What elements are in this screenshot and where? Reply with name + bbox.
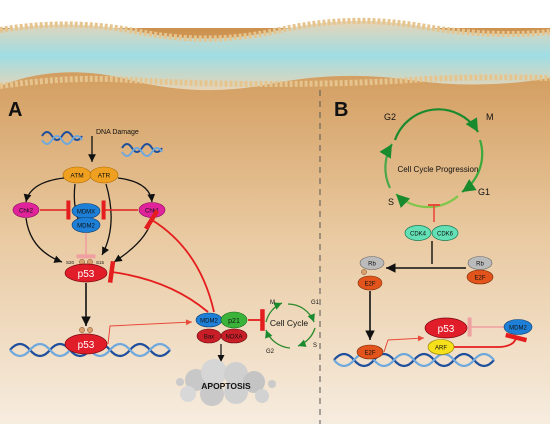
rb-left-node [359, 256, 385, 270]
phase-m-a: M [270, 300, 275, 306]
e2f-dna-node [356, 344, 384, 360]
arrow-atr-to-p53 [101, 183, 112, 256]
arrow-chk2-to-p53 [25, 217, 63, 263]
cell-cycle-a [265, 302, 316, 349]
p53-bottom-label: p53 [78, 340, 95, 351]
cdk6-label: CDK6 [437, 232, 454, 238]
panel-b-label: B [334, 99, 348, 121]
rb-right-label: Rb [476, 262, 484, 268]
p53-node-top [64, 263, 108, 283]
inhibit-arf-mdm2 [454, 332, 528, 348]
phase-g2-a: G2 [266, 349, 275, 355]
bax-label: Bax [204, 335, 214, 341]
apoptosis-cloud [176, 359, 276, 406]
damaged-dna-right [121, 143, 163, 157]
phase-g2-b: G2 [384, 112, 396, 122]
damaged-dna-left [41, 131, 83, 145]
apoptosis-label: APOPTOSIS [201, 381, 251, 391]
p21-node [220, 311, 248, 329]
phase-s-b: S [388, 197, 394, 207]
e2f-left-node [357, 275, 383, 291]
rb-phospho [361, 269, 367, 275]
mdm2-node [71, 217, 101, 233]
e2f-left-label: E2F [364, 282, 375, 288]
cdk4-label: CDK4 [410, 232, 427, 238]
atr-label: ATR [98, 173, 111, 180]
e2f-dna-label: E2F [364, 351, 375, 357]
cell-cycle-b [379, 108, 484, 209]
phase-m-b: M [486, 112, 494, 122]
chk1-label: Chk1 [145, 209, 160, 215]
cdk6-node [431, 225, 459, 241]
phase-g1-a: G1 [311, 300, 320, 306]
mdm2-label: MDM2 [77, 224, 95, 230]
rb-right-node [467, 256, 493, 270]
noxa-node [220, 328, 248, 344]
mdm2-b-label: MDM2 [509, 326, 527, 332]
progression-label: Cell Cycle Progression [398, 165, 479, 174]
phospho-dna-2 [87, 327, 93, 333]
noxa-label: NOXA [225, 335, 242, 341]
inhibit-mdm2-feedback [107, 260, 209, 313]
p53-b-label: p53 [438, 324, 455, 335]
p21-label: p21 [228, 318, 240, 325]
mdmx-label: MDMX [77, 210, 95, 216]
s20-label: S20 [66, 260, 75, 265]
arrow-atr-to-chk1 [117, 177, 156, 203]
arrow-e2f-to-arf [383, 335, 425, 353]
inhibit-complex-chk1 [143, 209, 215, 313]
phase-s-a: S [313, 343, 317, 349]
e2f-right-label: E2F [474, 276, 485, 282]
arrow-atm-to-chk2 [23, 177, 65, 203]
cell-cycle-label: Cell Cycle [270, 318, 309, 328]
cdk4-node [404, 225, 432, 241]
phospho-dna-1 [79, 327, 85, 333]
p53-top-label: p53 [78, 269, 95, 280]
mdm2-target-label: MDM2 [200, 319, 218, 325]
e2f-right-node [466, 269, 494, 285]
p53-b-node [424, 317, 468, 339]
rb-left-label: Rb [368, 262, 376, 268]
cell-membrane [0, 0, 550, 91]
chk2-node [12, 202, 40, 218]
phase-g1-b: G1 [478, 187, 490, 197]
s15-label: S15 [96, 260, 105, 265]
arf-label: ARF [435, 346, 447, 352]
chk2-label: Chk2 [19, 209, 34, 215]
p53-node-bottom [64, 333, 108, 355]
dna-damage-label: DNA Damage [96, 129, 139, 136]
arrow-p53-to-targets [107, 319, 193, 345]
atr-node [89, 166, 119, 184]
atm-label: ATM [70, 173, 83, 180]
panel-a-label: A [8, 99, 22, 121]
